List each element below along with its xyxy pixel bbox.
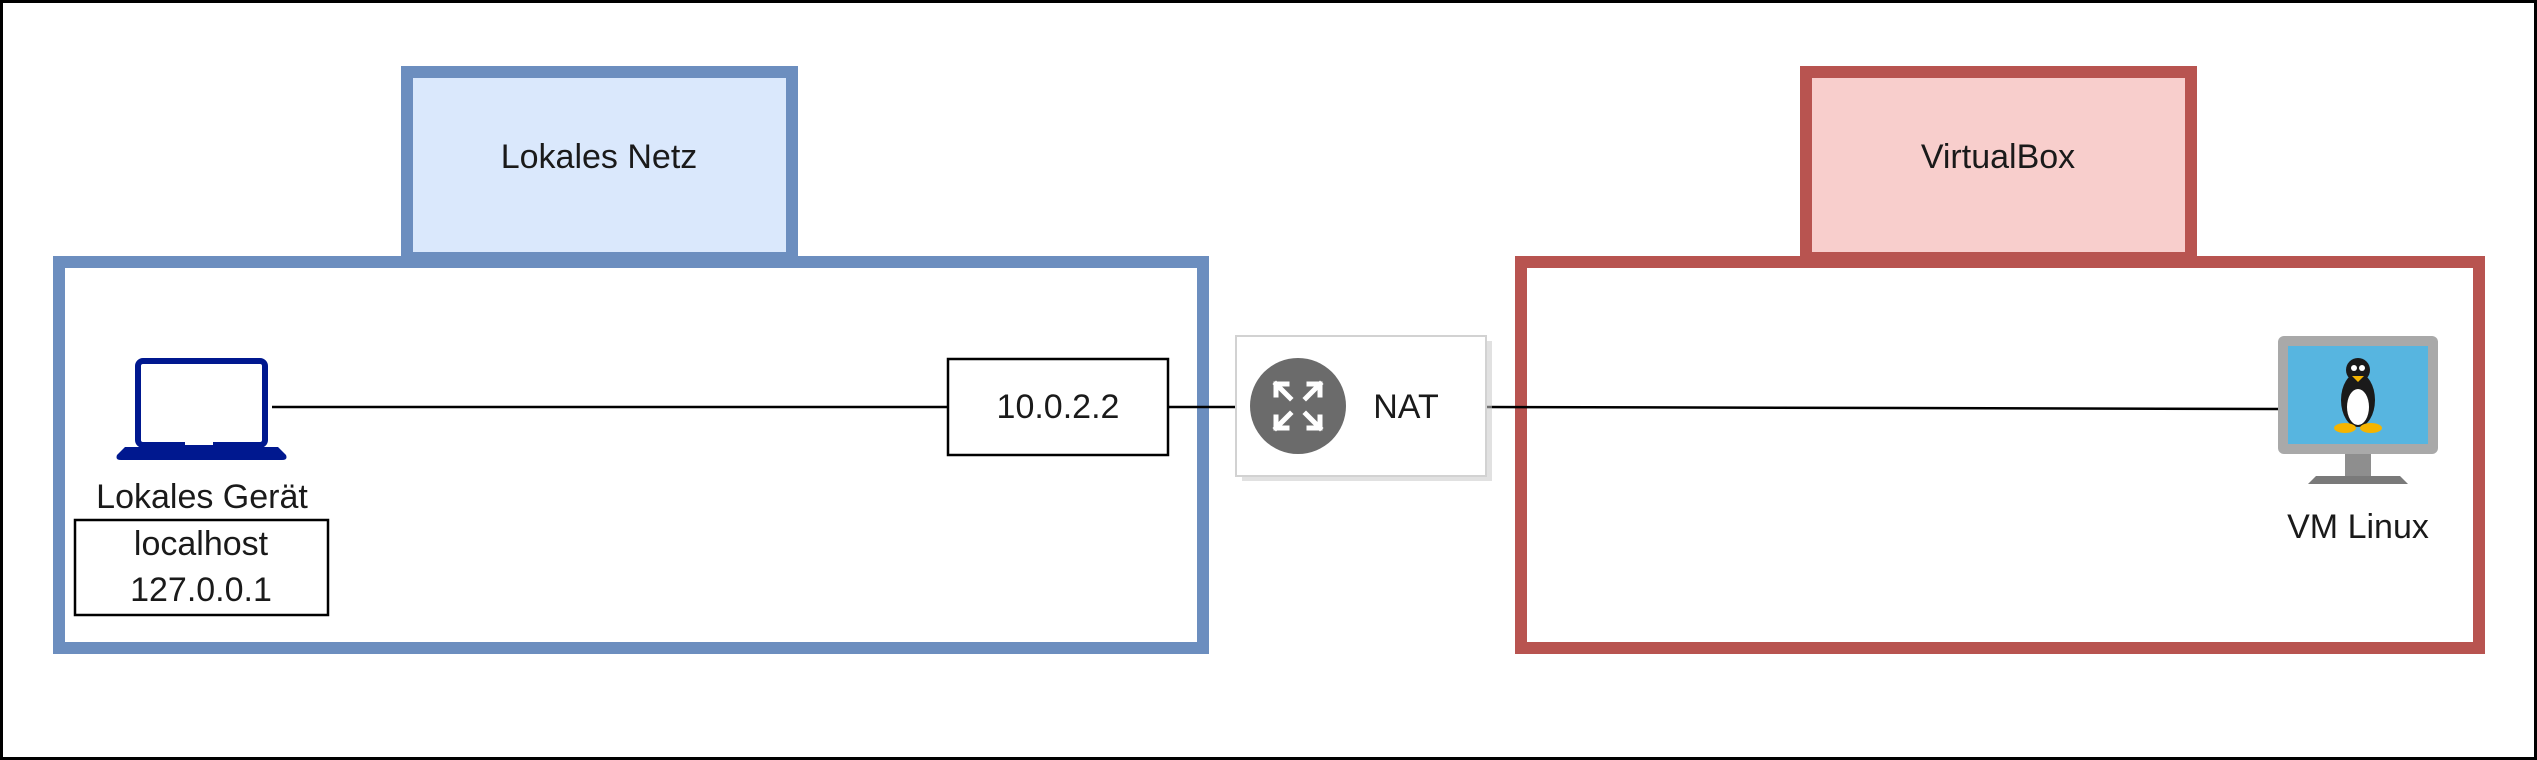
local-device-label: Lokales Gerät: [96, 478, 308, 516]
virtualbox-tab-label: VirtualBox: [1921, 138, 2075, 176]
virtualbox-container: [1515, 256, 2485, 654]
connector-nat-vm: [1485, 405, 2283, 411]
gateway-box: 10.0.2.2: [946, 357, 1170, 457]
localhost-box: localhost 127.0.0.1: [73, 518, 330, 617]
nat-node: NAT: [1235, 335, 1492, 481]
linux-monitor-icon: [2278, 336, 2438, 484]
localhost-ip-label: 127.0.0.1: [130, 571, 272, 609]
nat-label: NAT: [1373, 388, 1438, 426]
gateway-label: 10.0.2.2: [997, 388, 1120, 426]
vm-label: VM Linux: [2287, 508, 2429, 546]
localhost-label: localhost: [134, 525, 269, 563]
laptop-icon: [116, 358, 287, 460]
router-icon: [1250, 358, 1346, 454]
tux-icon: [2334, 358, 2382, 433]
virtualbox-group: VirtualBox: [1515, 66, 2485, 654]
local-network-tab-label: Lokales Netz: [501, 138, 698, 176]
